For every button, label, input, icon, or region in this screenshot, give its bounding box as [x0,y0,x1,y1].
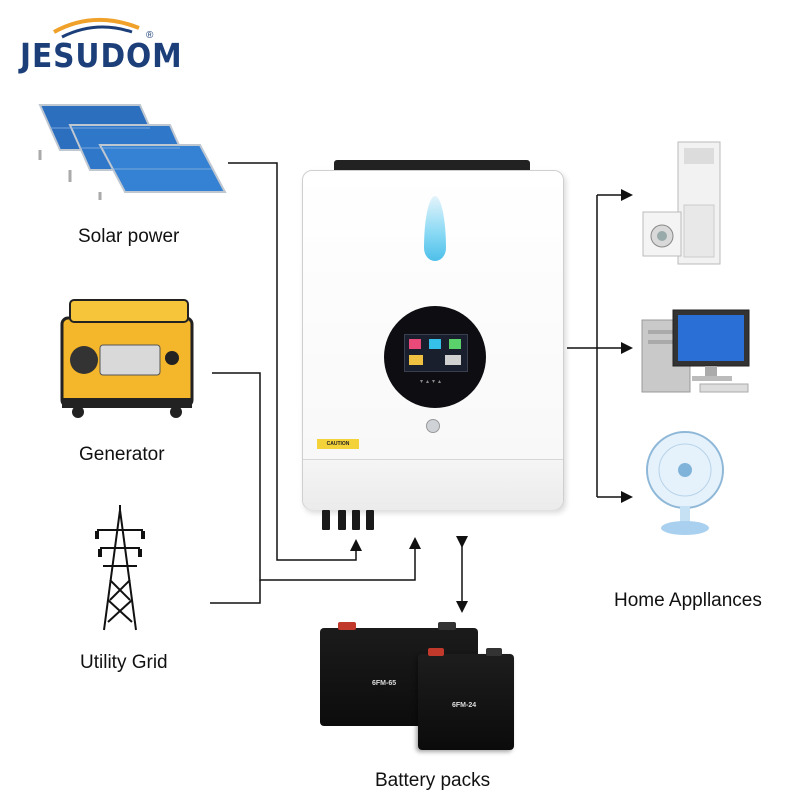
display-buttons: ▾▴▾▴ [420,379,445,385]
ac-terminal [338,510,346,530]
caution-label: CAUTION [317,439,359,449]
solar-wire [228,162,362,561]
home-appliances-label: Home Appllances [614,590,762,611]
battery-small-model: 6FM-24 [452,702,477,709]
pv-terminal [322,510,330,530]
water-drop-icon [424,196,446,261]
inverter-terminal-cover [303,459,563,510]
battery-small-icon: 6FM-24 [418,648,514,750]
generator-label: Generator [79,444,165,465]
battery-packs-label: Battery packs [375,770,491,791]
lcd-display-icon [404,334,468,372]
grid-terminal [366,510,374,530]
registered-mark: ® [146,30,154,41]
grid-wire [210,580,261,604]
brand-logo: JESUDOM ® [14,10,182,80]
solar-power-label: Solar power [78,226,180,247]
battery-large-model: 6FM-65 [372,680,397,687]
brand-name: JESUDOM [20,36,183,75]
utility-grid-label: Utility Grid [80,652,168,673]
inverter-display-panel: ▾▴▾▴ [384,306,486,408]
hybrid-inverter: ▾▴▾▴ CAUTION [302,170,564,510]
battery-terminal [352,510,360,530]
power-button[interactable] [426,419,440,433]
logo-swoosh-icon [53,18,140,39]
